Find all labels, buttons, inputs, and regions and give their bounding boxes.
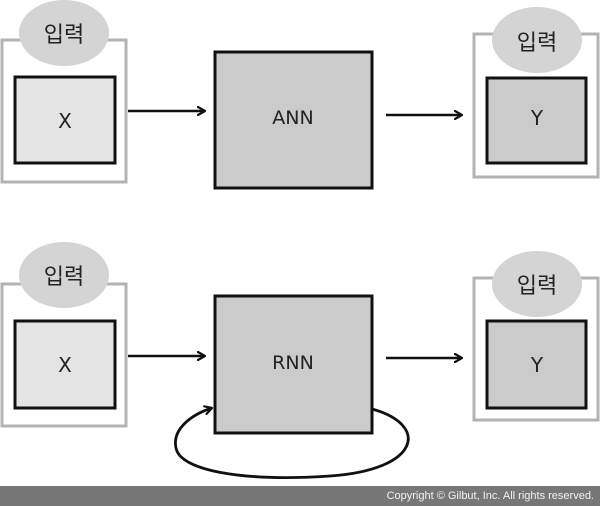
row-rnn: 입력 X RNN 입력 Y <box>0 242 600 479</box>
output-box-label: Y <box>530 106 544 130</box>
output-tag-label: 입력 <box>517 274 557 299</box>
copyright-text: Copyright © Gilbut, Inc. All rights rese… <box>386 490 594 502</box>
recurrent-loop-curve <box>174 408 410 479</box>
input-box <box>13 75 117 165</box>
output-tag-ellipse <box>492 251 582 317</box>
input-tag-ellipse <box>19 0 109 66</box>
model-box <box>213 294 374 435</box>
model-box <box>213 50 374 190</box>
output-box <box>485 319 588 410</box>
output-group: 입력 Y <box>472 251 600 422</box>
model-group: ANN <box>213 50 374 190</box>
output-group: 입력 Y <box>472 7 600 179</box>
model-group: RNN <box>213 294 374 435</box>
input-box-label: X <box>58 353 72 377</box>
input-group: 입력 X <box>0 242 128 428</box>
output-tag-ellipse <box>492 7 582 73</box>
input-tag-label: 입력 <box>44 265 84 290</box>
input-tag-label: 입력 <box>44 23 84 48</box>
recurrent-loop <box>174 408 410 479</box>
output-tag-label: 입력 <box>517 31 557 56</box>
model-box-label: ANN <box>272 107 313 129</box>
input-group: 입력 X <box>0 0 128 184</box>
model-box-label: RNN <box>272 352 314 374</box>
output-box <box>485 76 588 165</box>
output-box-label: Y <box>530 353 544 377</box>
input-box-label: X <box>58 109 72 133</box>
ann-vs-rnn-diagram: 입력 X ANN 입력 Y 입력 X <box>0 0 600 479</box>
copyright-footer: Copyright © Gilbut, Inc. All rights rese… <box>0 486 600 506</box>
input-box <box>13 319 117 410</box>
row-ann: 입력 X ANN 입력 Y <box>0 0 600 190</box>
input-tag-ellipse <box>19 242 109 308</box>
